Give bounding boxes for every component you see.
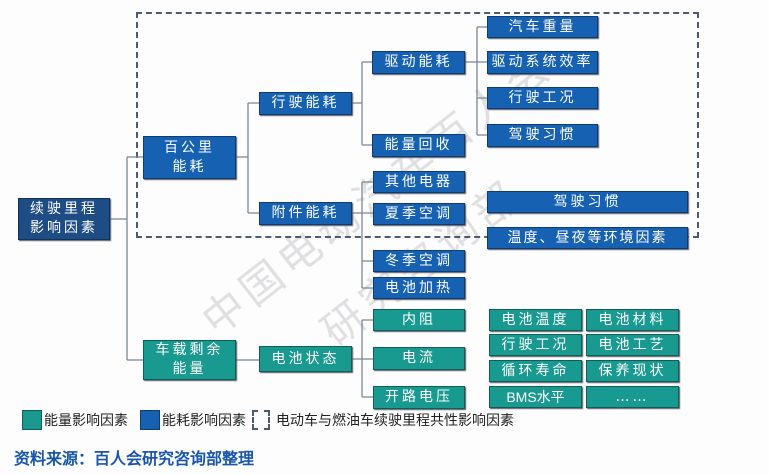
node-accessory-consumption: 附件能耗 xyxy=(259,202,352,225)
node-open-circuit-voltage: 开路电压 xyxy=(373,386,465,409)
node-remaining-energy: 车载剩余 能量 xyxy=(143,340,236,380)
legend-label-common: 电动车与燃油车续驶里程共性影响因素 xyxy=(276,413,514,429)
node-summer-ac: 夏季空调 xyxy=(373,203,465,225)
battery-factor: 行驶工况 xyxy=(489,334,582,356)
source-note: 资料来源：百人会研究咨询部整理 xyxy=(14,449,255,468)
battery-factor: 电池工艺 xyxy=(586,334,679,356)
battery-factor: 电池温度 xyxy=(489,309,582,331)
node-driving-consumption: 行驶能耗 xyxy=(259,92,352,115)
node-drive-consumption: 驱动能耗 xyxy=(372,51,465,74)
battery-factor: 循环寿命 xyxy=(489,360,582,382)
node-driving-conditions: 行驶工况 xyxy=(487,87,598,109)
legend-swatch-blue xyxy=(140,410,160,430)
node-current: 电流 xyxy=(373,347,465,370)
legend-label-energy: 能量影响因素 xyxy=(44,413,128,429)
battery-factor: …… xyxy=(586,386,679,408)
node-battery-heating: 电池加热 xyxy=(373,277,465,299)
common-factors-dashed-region xyxy=(136,12,699,238)
battery-factor: 电池材料 xyxy=(586,309,679,331)
node-driving-habits: 驾驶习惯 xyxy=(487,124,598,147)
node-energy-recovery: 能量回收 xyxy=(372,134,465,157)
node-other-appliances: 其他电器 xyxy=(373,171,465,193)
legend-swatch-dashed xyxy=(252,410,270,430)
legend: 能量影响因素 能耗影响因素 电动车与燃油车续驶里程共性影响因素 xyxy=(22,410,514,430)
node-winter-ac: 冬季空调 xyxy=(373,250,465,272)
node-energy-per-100km: 百公里 能耗 xyxy=(143,136,236,179)
node-battery-state: 电池状态 xyxy=(259,346,352,372)
node-internal-resistance: 内阻 xyxy=(373,309,465,331)
node-vehicle-weight: 汽车重量 xyxy=(487,16,598,38)
battery-factor: 保养现状 xyxy=(586,360,679,382)
common-factor-environment: 温度、昼夜等环境因素 xyxy=(487,227,688,249)
node-drive-system-efficiency: 驱动系统效率 xyxy=(487,51,598,74)
battery-factor: BMS水平 xyxy=(489,386,582,408)
legend-label-consumption: 能耗影响因素 xyxy=(162,413,246,429)
root-node: 续驶里程 影响因素 xyxy=(18,198,110,240)
common-factor-driving-habits: 驾驶习惯 xyxy=(487,191,688,213)
legend-swatch-teal xyxy=(22,410,42,430)
